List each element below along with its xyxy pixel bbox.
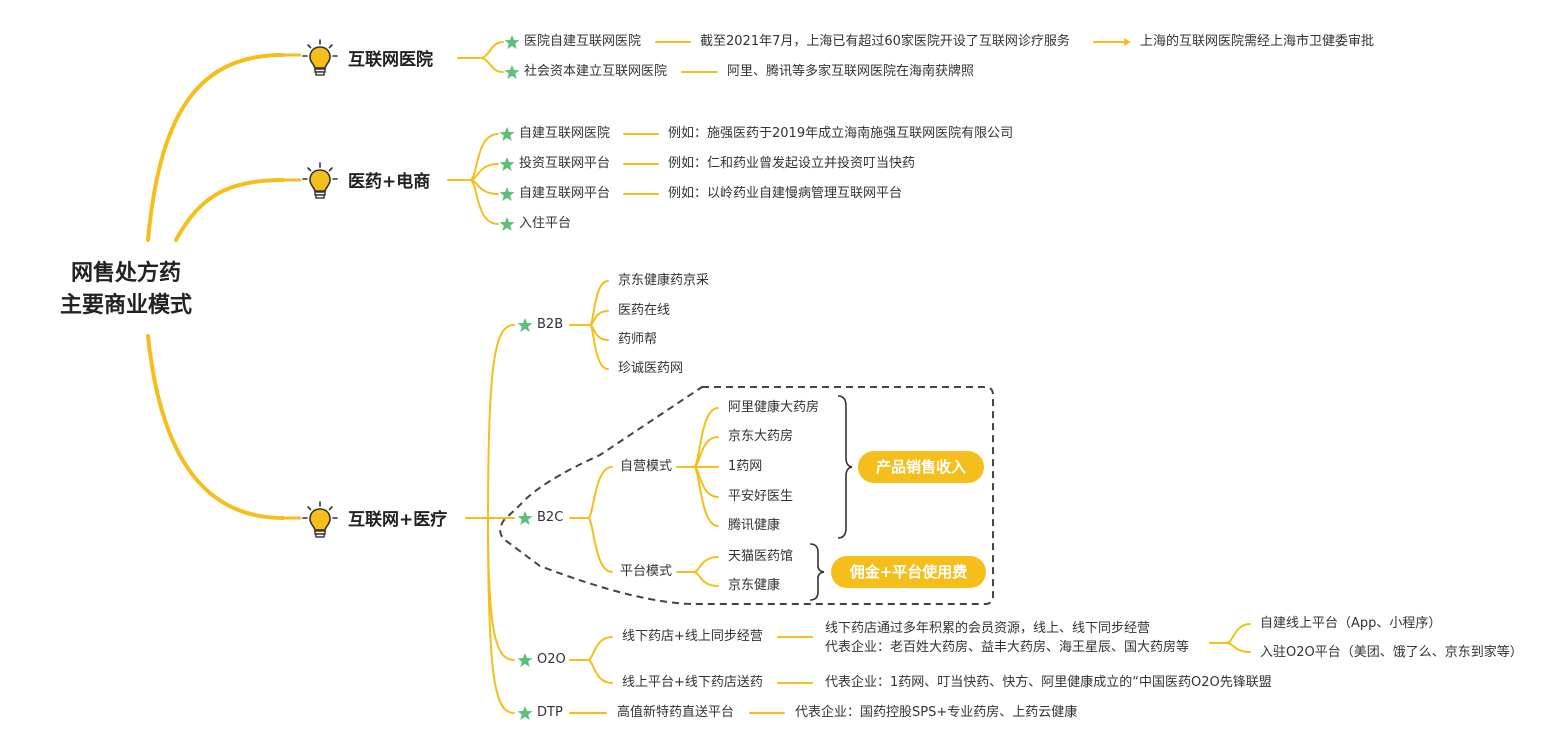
lightbulb-icon bbox=[302, 39, 338, 76]
star-icon bbox=[499, 157, 515, 171]
pharma-item-c-detail: 例如：以岭药业自建慢病管理互联网平台 bbox=[668, 186, 903, 201]
b2c-self-item: 阿里健康大药房 bbox=[728, 400, 820, 415]
o2o-a-detail2: 代表企业：老百姓大药房、益丰大药房、海王星辰、国大药房等 bbox=[825, 640, 1190, 655]
b2c-self-label: 自营模式 bbox=[620, 459, 673, 474]
pharma-item-a-label: 自建互联网医院 bbox=[519, 126, 611, 141]
b2c-platform-item: 京东健康 bbox=[728, 578, 781, 593]
self-operated-brace bbox=[837, 395, 853, 539]
o2o-b-detail: 代表企业：1药网、叮当快药、快方、阿里健康成立的“中国医药O2O先锋联盟 bbox=[825, 675, 1272, 690]
pharma-item-b-label: 投资互联网平台 bbox=[519, 156, 611, 171]
platform-brace bbox=[809, 543, 825, 601]
branch-hospital-label: 互联网医院 bbox=[348, 50, 433, 70]
root-title-line2: 主要商业模式 bbox=[59, 293, 192, 318]
hospital-item-b-label: 社会资本建立互联网医院 bbox=[524, 64, 668, 79]
pharma-item-d-label: 入住平台 bbox=[519, 216, 572, 231]
root-branch-pharma bbox=[174, 178, 285, 242]
o2o-a-option2: 入驻O2O平台（美团、饿了么、京东到家等） bbox=[1260, 645, 1523, 660]
o2o-a-option1: 自建线上平台（App、小程序） bbox=[1260, 616, 1442, 631]
pharma-item-b-detail: 例如：仁和药业曾发起设立并投资叮当快药 bbox=[668, 156, 916, 171]
o2o-b-label: 线上平台+线下药店送药 bbox=[622, 675, 763, 690]
o2o-a-detail1: 线下药店通过多年积累的会员资源，线上、线下同步经营 bbox=[825, 621, 1151, 636]
root-branch-medical bbox=[146, 334, 285, 520]
b2c-self-item: 1药网 bbox=[728, 459, 763, 474]
star-icon bbox=[504, 35, 520, 49]
branch-medical-label: 互联网+医疗 bbox=[348, 510, 448, 530]
b2b-item: 珍诚医药网 bbox=[618, 361, 684, 376]
root-branch-hospital bbox=[146, 53, 285, 242]
star-icon bbox=[517, 318, 533, 332]
root-title-line1: 网售处方药 bbox=[70, 261, 181, 286]
hospital-item-a-detail2: 上海的互联网医院需经上海市卫健委审批 bbox=[1140, 34, 1375, 49]
b2c-label: B2C bbox=[537, 510, 564, 525]
dtp-label: DTP bbox=[537, 705, 563, 720]
o2o-a-label: 线下药店+线上同步经营 bbox=[622, 629, 763, 644]
b2b-label: B2B bbox=[537, 317, 564, 332]
star-icon bbox=[517, 511, 533, 525]
self-revenue-badge: 产品销售收入 bbox=[858, 451, 984, 483]
star-icon bbox=[517, 706, 533, 720]
b2b-item: 药师帮 bbox=[618, 332, 658, 347]
b2c-self-item: 腾讯健康 bbox=[728, 518, 781, 533]
b2b-item: 京东健康药京采 bbox=[618, 273, 710, 288]
star-icon bbox=[517, 653, 533, 667]
star-icon bbox=[499, 187, 515, 201]
o2o-label: O2O bbox=[537, 652, 566, 667]
branch-pharma-label: 医药+电商 bbox=[348, 172, 431, 192]
platform-revenue-badge: 佣金+平台使用费 bbox=[831, 556, 986, 588]
dtp-detail: 代表企业：国药控股SPS+专业药房、上药云健康 bbox=[795, 705, 1078, 720]
pharma-item-c-label: 自建互联网平台 bbox=[519, 186, 611, 201]
lightbulb-icon bbox=[302, 162, 338, 199]
dtp-item: 高值新特药直送平台 bbox=[617, 705, 735, 720]
lightbulb-icon bbox=[302, 501, 338, 538]
star-icon bbox=[504, 65, 520, 79]
b2c-platform-item: 天猫医药馆 bbox=[728, 549, 794, 564]
b2c-self-item: 平安好医生 bbox=[728, 489, 794, 504]
star-icon bbox=[499, 127, 515, 141]
hospital-item-a-label: 医院自建互联网医院 bbox=[524, 34, 642, 49]
hospital-item-a-detail: 截至2021年7月，上海已有超过60家医院开设了互联网诊疗服务 bbox=[700, 34, 1070, 49]
b2b-item: 医药在线 bbox=[618, 303, 671, 318]
b2c-self-item: 京东大药房 bbox=[728, 429, 794, 444]
pharma-item-a-detail: 例如：施强医药于2019年成立海南施强互联网医院有限公司 bbox=[668, 126, 1014, 141]
root-title: 网售处方药 主要商业模式 bbox=[36, 258, 216, 322]
b2c-dashed-frame bbox=[499, 386, 994, 605]
star-icon bbox=[499, 217, 515, 231]
b2c-platform-label: 平台模式 bbox=[620, 564, 673, 579]
hospital-item-b-detail: 阿里、腾讯等多家互联网医院在海南获牌照 bbox=[727, 64, 975, 79]
